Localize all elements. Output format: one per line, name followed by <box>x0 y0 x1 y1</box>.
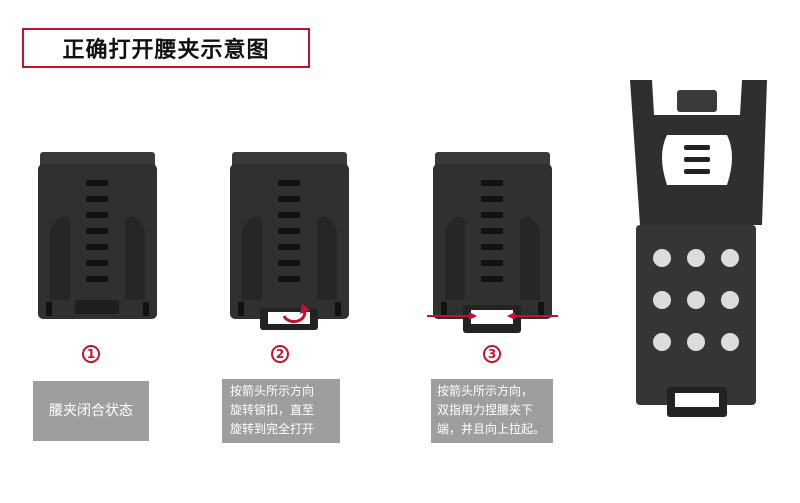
step-number-2: 2 <box>271 345 289 363</box>
caption-line: 旋转到完全打开 <box>230 422 315 436</box>
caption-step-2: 按箭头所示方向 旋转锁扣，直至 旋转到完全打开 <box>222 379 340 443</box>
step-number-3: 3 <box>483 345 501 363</box>
caption-line: 旋转锁扣，直至 <box>230 403 315 417</box>
caption-line: 端，并且向上拉起。 <box>437 422 546 436</box>
belt-clip-closed-image <box>38 152 157 319</box>
caption-step-1: 腰夹闭合状态 <box>33 381 149 441</box>
caption-step-3: 按箭头所示方向， 双指用力捏腰夹下 端，并且向上拉起。 <box>431 379 553 443</box>
caption-line: 腰夹闭合状态 <box>49 402 133 419</box>
caption-line: 双指用力捏腰夹下 <box>437 403 534 417</box>
caption-line: 按箭头所示方向， <box>437 384 534 398</box>
belt-clip-rotate-lock-image <box>230 152 349 330</box>
belt-clip-open-image <box>630 80 767 417</box>
step-number-1: 1 <box>82 345 100 363</box>
caption-line: 按箭头所示方向 <box>230 384 315 398</box>
page-title: 正确打开腰夹示意图 <box>22 28 310 68</box>
belt-clip-pinch-pull-image <box>427 152 558 333</box>
